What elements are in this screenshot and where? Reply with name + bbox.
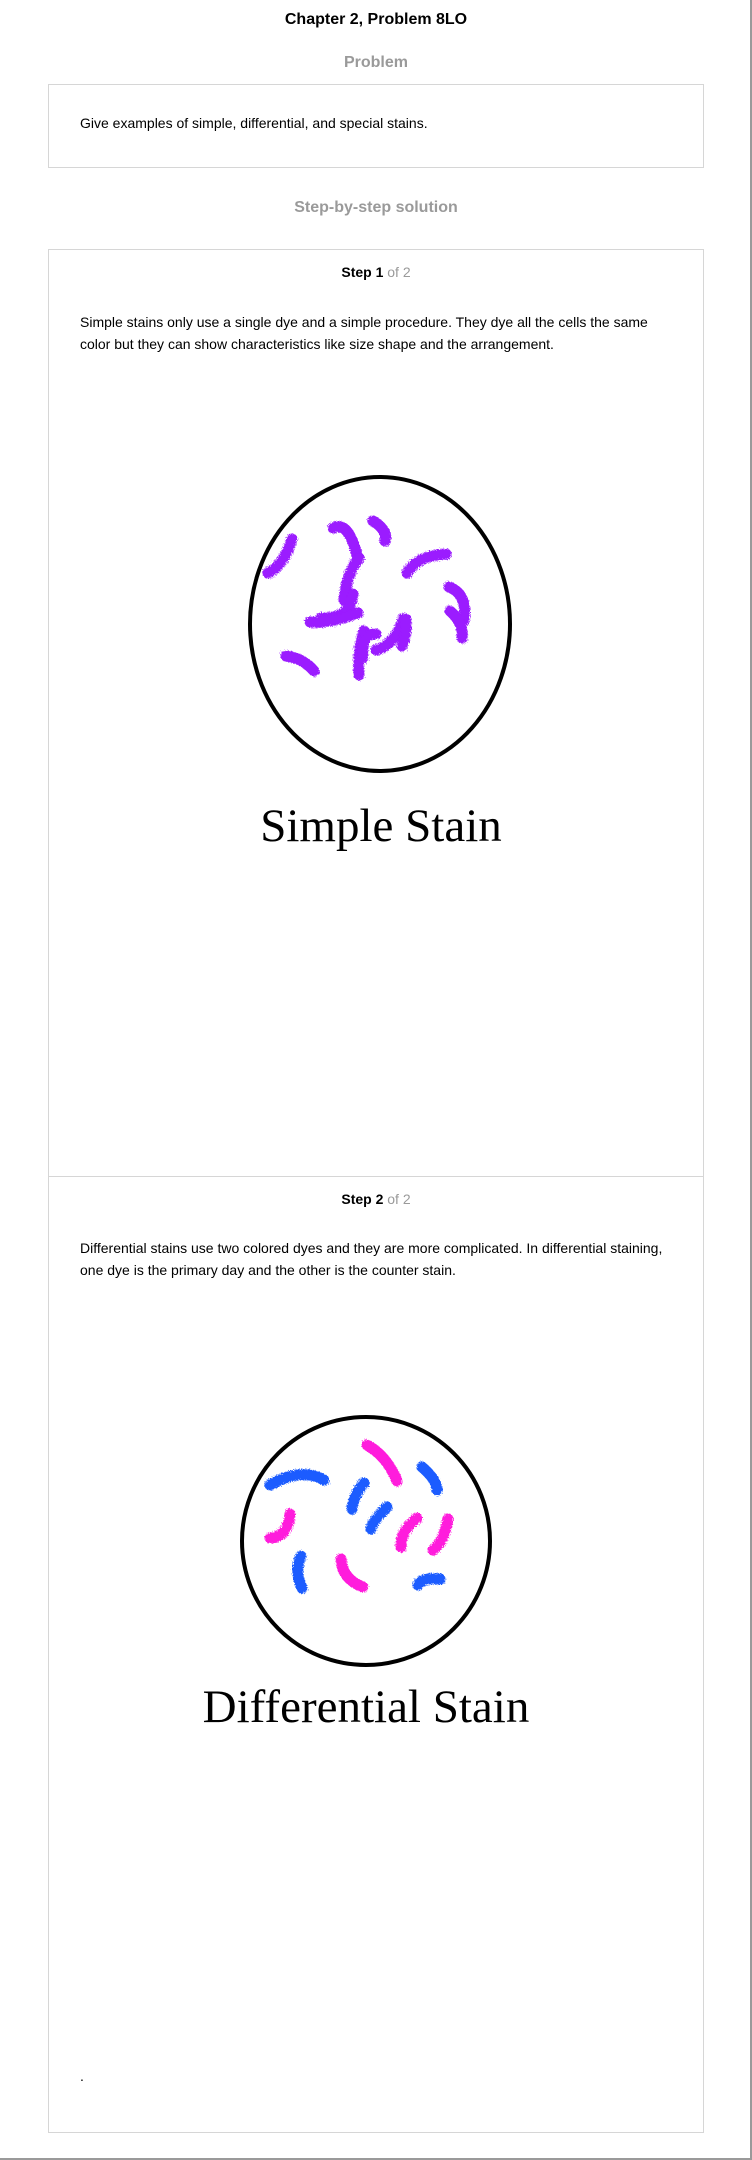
simple-stain-micrograph-icon xyxy=(248,475,512,773)
problem-text: Give examples of simple, differential, a… xyxy=(80,115,428,131)
step-2-text: Differential stains use two colored dyes… xyxy=(80,1240,663,1278)
problem-heading: Problem xyxy=(343,54,408,71)
step-2-of: of 2 xyxy=(387,1191,411,1207)
step-1-header: Step 1 of 2 xyxy=(49,264,703,280)
page-title: Chapter 2, Problem 8LO xyxy=(284,11,468,28)
differential-stain-figure: Differential Stain xyxy=(203,1412,529,1733)
problem-box: Give examples of simple, differential, a… xyxy=(48,84,704,168)
step-2-header: Step 2 of 2 xyxy=(49,1191,703,1207)
differential-stain-caption: Differential Stain xyxy=(202,1681,530,1733)
trailing-period: . xyxy=(80,2068,84,2084)
step-1-text: Simple stains only use a single dye and … xyxy=(80,314,648,352)
step-1-of: of 2 xyxy=(387,264,411,280)
simple-stain-figure: Simple Stain xyxy=(246,475,516,852)
solution-box: Step 1 of 2 Simple stains only use a sin… xyxy=(48,249,704,2133)
step-divider xyxy=(49,1176,703,1177)
simple-stain-caption: Simple Stain xyxy=(260,800,502,852)
differential-stain-micrograph-icon xyxy=(240,1415,492,1667)
step-2-label: Step 2 xyxy=(341,1191,384,1207)
step-1-label: Step 1 xyxy=(341,264,384,280)
solution-heading: Step-by-step solution xyxy=(294,199,458,216)
